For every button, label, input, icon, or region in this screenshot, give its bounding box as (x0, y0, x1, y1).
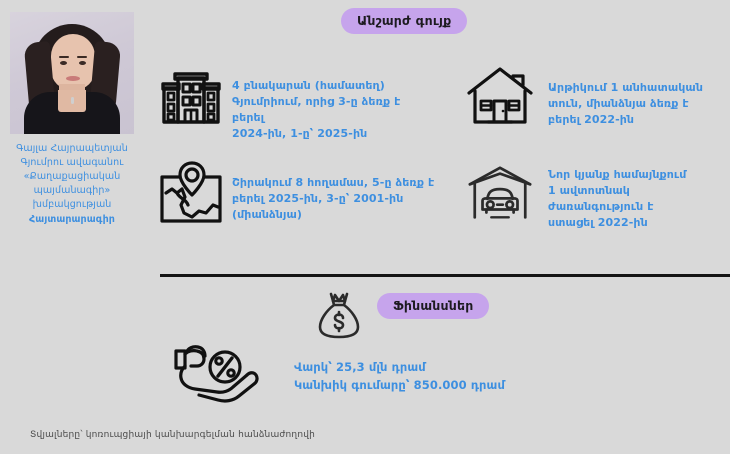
portrait-brow-right (77, 56, 87, 58)
status-badge-realestate: Անշարժ գույք (341, 8, 468, 34)
portrait-lips (66, 76, 80, 81)
list-item-apartments: 4 բնակարան (համատեղ) Գյումրիում, որից 3-… (157, 64, 432, 142)
map-pin-icon (157, 157, 225, 225)
list-item-text: Նոր կյանք համայնքում 1 ավտոտնակ ժառանգու… (548, 168, 687, 229)
money-bag-icon (313, 289, 365, 341)
list-item-finance: Վարկ՝ 25,3 մլն դրամ Կանխիկ գումարը՝ 850.… (166, 336, 586, 408)
portrait-brow-left (59, 56, 69, 58)
list-item-text: Շիրակում 8 հողամաս, 5-ը ձեռք է բերել 202… (232, 176, 435, 221)
profile-caption-lines: Գայլա Հայրապետյան Գյումրու ավագանու «Քաղ… (16, 143, 128, 210)
profile-block: Գայլա Հայրապետյան Գյումրու ավագանու «Քաղ… (10, 12, 134, 227)
section-divider (160, 274, 730, 277)
list-item-landplots: Շիրակում 8 հողամաս, 5-ը ձեռք է բերել 202… (157, 157, 437, 225)
list-item-text: 4 բնակարան (համատեղ) Գյումրիում, որից 3-… (232, 79, 401, 140)
source-note: Տվյալները՝ կոռուպցիայի կանխարգելման հանձ… (30, 430, 316, 440)
avatar (10, 12, 134, 134)
status-badge-finance: Ֆինանսներ (377, 293, 490, 319)
list-item-text: Արթիկում 1 անհատական տուն, միանձնյա ձեռք… (548, 81, 704, 126)
house-icon (466, 62, 534, 130)
list-item-house: Արթիկում 1 անհատական տուն, միանձնյա ձեռք… (466, 62, 728, 130)
portrait-eye-right (79, 61, 86, 65)
apartment-building-icon (157, 64, 225, 132)
profile-caption: Գայլա Հայրապետյան Գյումրու ավագանու «Քաղ… (10, 142, 134, 227)
portrait-eye-left (60, 61, 67, 65)
finance-text: Վարկ՝ 25,3 մլն դրամ Կանխիկ գումարը՝ 850.… (294, 360, 505, 392)
hand-percent-icon (166, 336, 264, 408)
list-item-garage: Նոր կյանք համայնքում 1 ավտոտնակ ժառանգու… (466, 160, 728, 231)
portrait-necklace (71, 97, 74, 104)
garage-car-icon (466, 160, 534, 228)
portrait-face (51, 34, 95, 90)
profile-caption-bold: Հայտարարագիր (29, 214, 115, 225)
